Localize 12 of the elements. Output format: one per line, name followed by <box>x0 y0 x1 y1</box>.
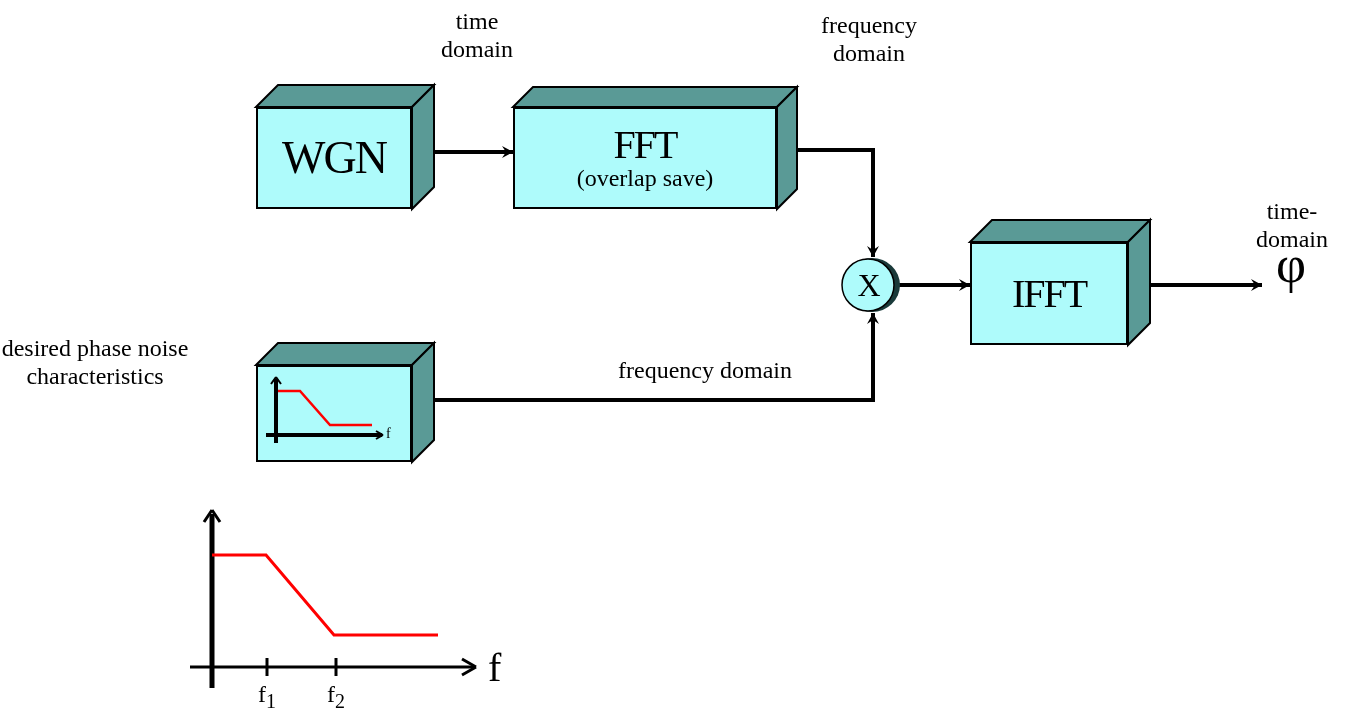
arrow <box>434 313 879 402</box>
tick-label: f$_{2}$ <box>327 682 345 711</box>
node-caption: desired phase noise characteristics <box>0 335 190 391</box>
arrow <box>434 146 513 158</box>
node-text: X <box>857 269 879 301</box>
arrow <box>1150 279 1262 291</box>
arrow <box>797 148 879 257</box>
node-caption: time-domain <box>1255 198 1329 254</box>
axis-label: f <box>386 427 391 441</box>
axis-label: f <box>488 648 502 688</box>
tick-label: f$_{1}$ <box>258 682 276 711</box>
multiplier-circle <box>840 257 902 313</box>
